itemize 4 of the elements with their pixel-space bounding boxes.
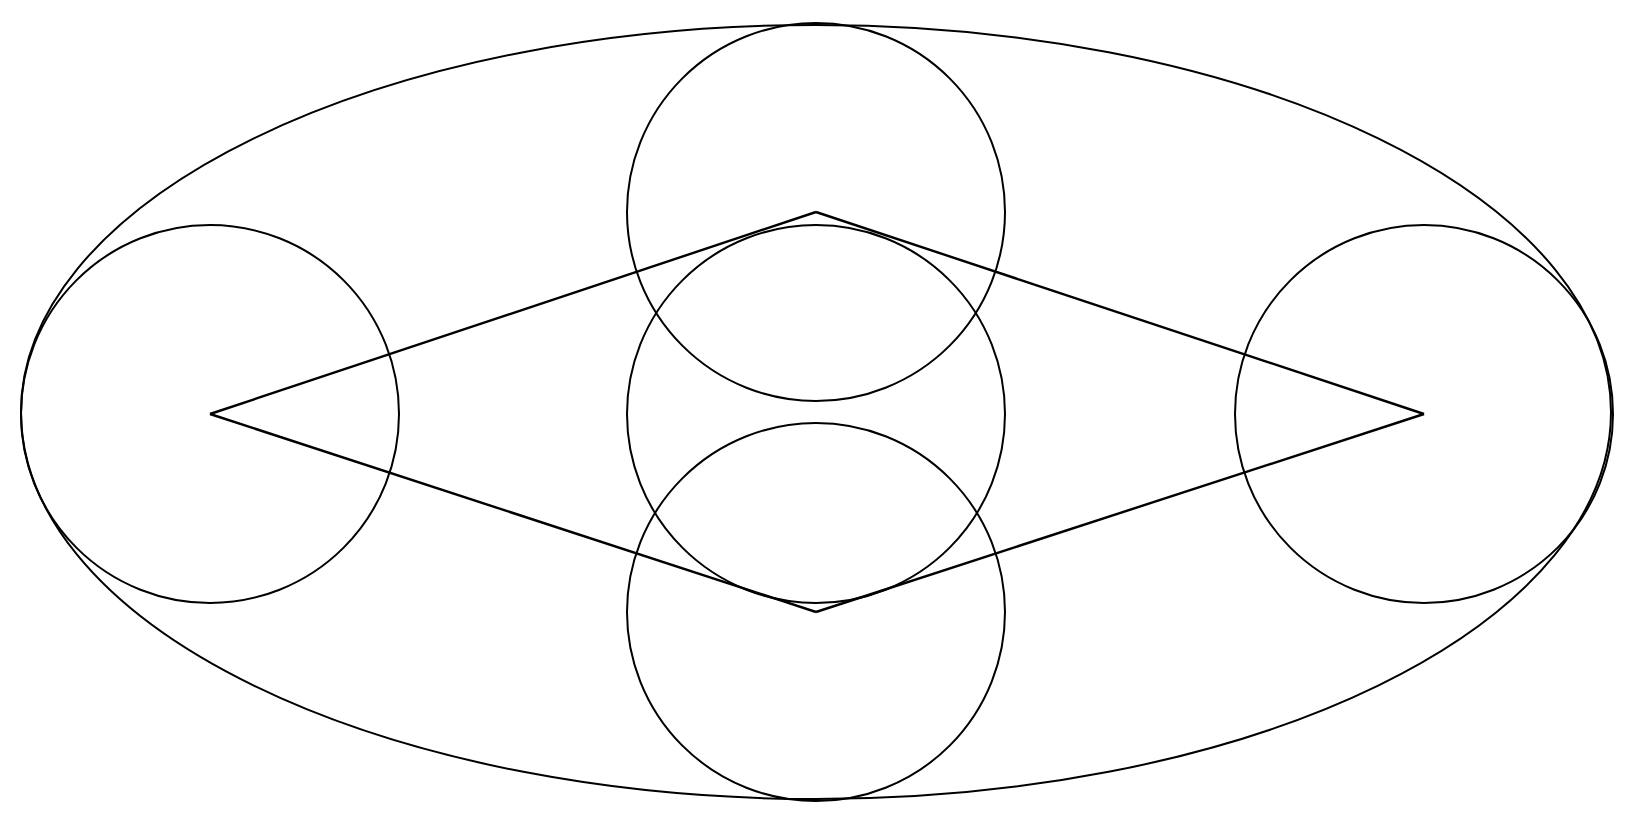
connector-line	[209, 412, 817, 614]
connector-line	[209, 210, 817, 416]
connector-line	[815, 210, 1425, 416]
connector-line	[815, 412, 1425, 614]
